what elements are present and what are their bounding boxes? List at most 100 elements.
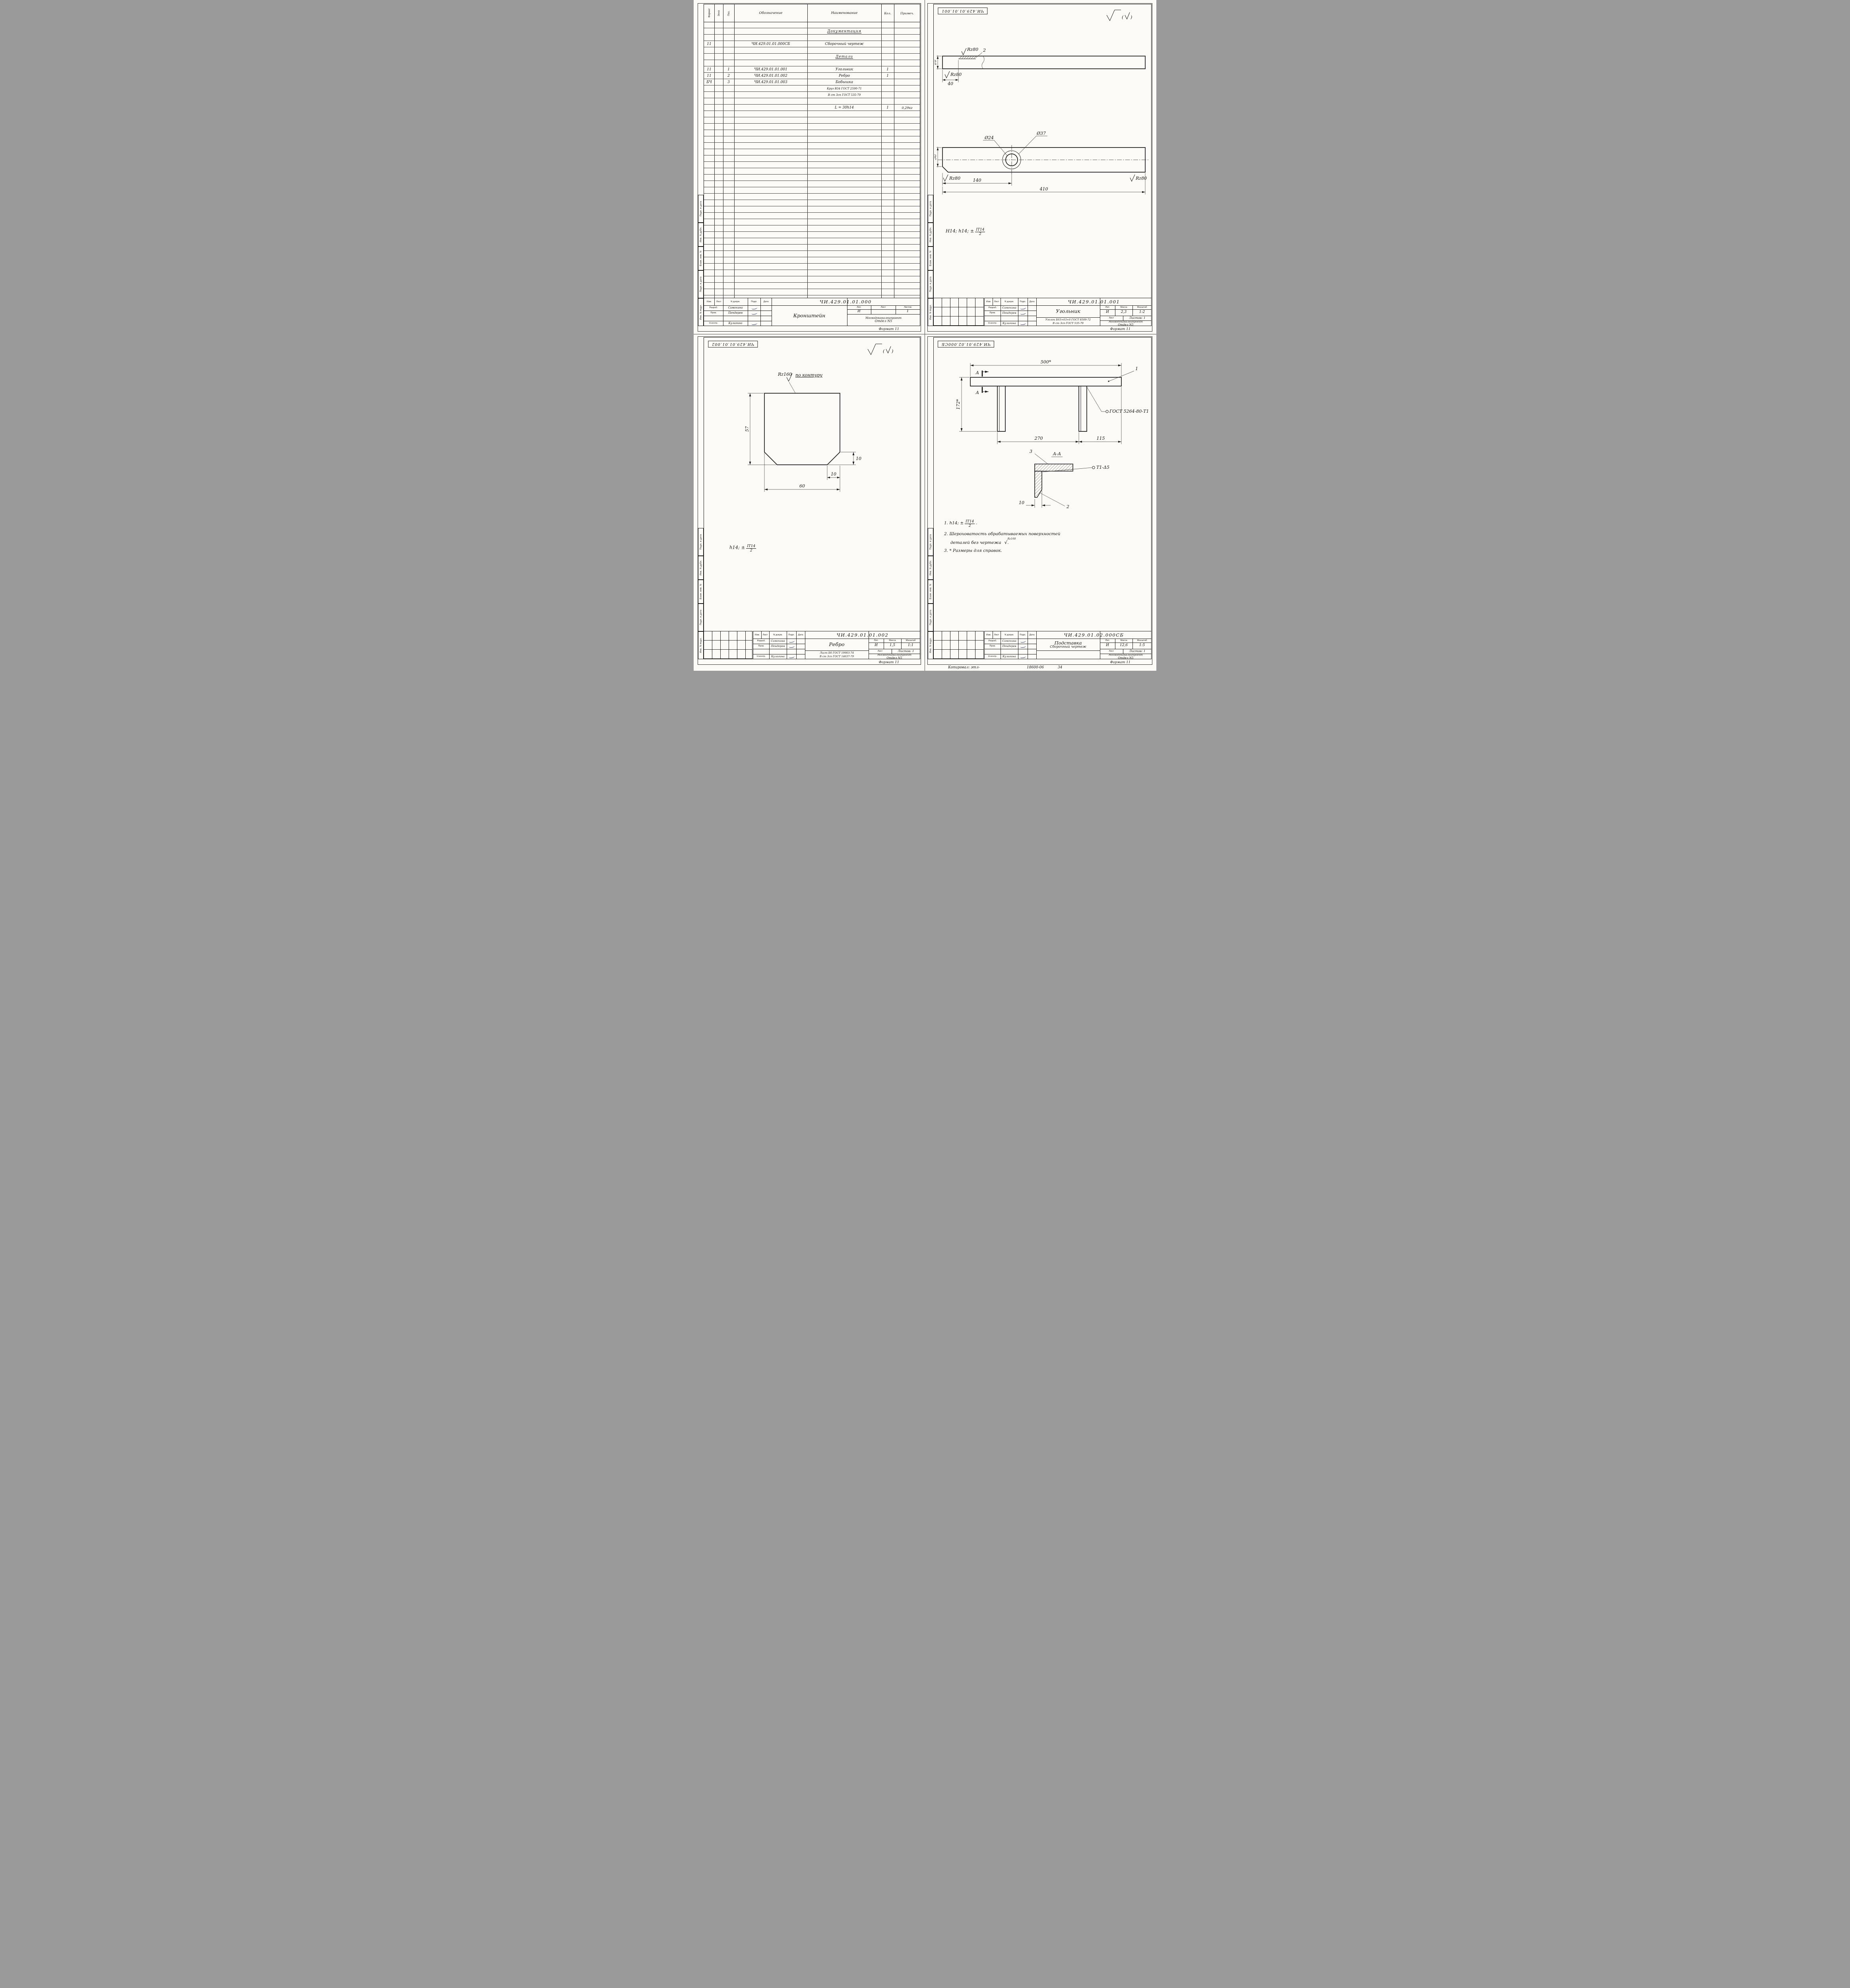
spec-row-ugolnik: 11 1 ЧИ.429.01.01.001 Угольник 1 (704, 66, 920, 73)
margin-label: Подп. и дата (929, 610, 932, 625)
callout-3: 3 (1030, 449, 1032, 454)
margin-label: Инв. N дубл. (929, 560, 932, 576)
masshtab-value: 1:5 (1139, 643, 1145, 648)
dim-270: 270 (1034, 436, 1043, 441)
prov-label: Пров. (989, 312, 996, 315)
dim-dia37: Ø37 (1036, 131, 1046, 136)
spec-cell-format: 11 (707, 42, 712, 46)
material-line1: Лист Б6 ГОСТ 19903-74 (820, 651, 854, 655)
margin-box: Инв. N дубл. (698, 556, 704, 580)
razrab-name: Самохина (728, 306, 743, 309)
material-line2: В ст 3сп ГОСТ 535-79 (1053, 322, 1084, 325)
spare-columns-grid (934, 298, 984, 326)
col-list: Лист (994, 633, 999, 636)
roughness-rz80: Rz80 (950, 72, 962, 77)
dim-115: 115 (1097, 436, 1105, 441)
org-name: Мосводоканалнипроект (865, 316, 902, 320)
spec-cell-naimenovanie: Угольник (835, 68, 853, 72)
margin-label: Инв. N дубл. (700, 227, 702, 243)
margin-label: Инв. N дубл. (929, 227, 932, 243)
callout-2: 2 (1066, 504, 1069, 509)
lit-label: Лит. (874, 639, 878, 642)
massa-value: 2,3 (1121, 310, 1127, 315)
margin-label: Подп. и дата (700, 201, 702, 217)
org-name: Мосводоканалнипроект (1109, 654, 1143, 656)
listov-value: Листов: 1 (1129, 316, 1146, 320)
margin-box: Взам. инв. N (698, 247, 704, 270)
fraction-denominator: 2 (750, 549, 752, 553)
margin-box: Подп. и дата (928, 604, 933, 631)
signature (1018, 305, 1028, 311)
lit-value: И (1106, 310, 1109, 315)
org-name: Мосводоканалнипроект (1109, 320, 1143, 323)
sheet-podstavka-assembly: Инв. N подл. Подп. и дата Взам. инв. N И… (927, 336, 1152, 665)
margin-box: Инв. N подл. (928, 631, 933, 659)
col-ndoc: N докум. (1005, 633, 1014, 636)
list-label: Лист (877, 650, 883, 652)
signature (748, 321, 760, 326)
fraction-denominator: 2 (979, 232, 981, 237)
sheet-rebro-drawing: Инв. N подл. Подп. и дата Взам. инв. N И… (698, 336, 921, 665)
nkontr-name: Кулагина (771, 654, 785, 658)
note-2-text: деталей без чертежа (950, 540, 1001, 546)
nkontr-name: Кулагина (1003, 321, 1016, 325)
lit-label: Лит. (857, 306, 861, 309)
left-margin-column: Инв. N подл. Подп. и дата Взам. инв. N И… (928, 4, 933, 326)
razrab-label: Разраб. (757, 640, 766, 643)
razrab-label: Разраб. (988, 640, 997, 643)
spec-header-zona: Зона (714, 4, 723, 22)
svg-text:): ) (891, 349, 893, 354)
margin-label: Инв. N подл. (700, 304, 702, 320)
nkontr-name: Кулагина (1003, 654, 1016, 658)
dim-10: 10 (935, 60, 937, 65)
note-2-period: . (1007, 540, 1009, 546)
plate-outline (764, 393, 840, 465)
margin-box: Инв. N подл. (928, 298, 933, 326)
signature (787, 639, 796, 644)
signature (1018, 639, 1028, 644)
spec-section-title: Документация (827, 29, 861, 33)
spec-cell-kol: 1 (886, 74, 889, 78)
margin-label: Инв. N подл. (929, 637, 932, 653)
spec-cell-naimenovanie: Ребро (838, 74, 850, 78)
doc-number: ЧИ.429.01.01.001 (1068, 299, 1120, 305)
callout-1: 1 (1135, 366, 1138, 371)
col-ndoc: N докум. (731, 300, 740, 303)
massa-value: 1,5 (889, 643, 896, 648)
spec-cell-format: 11 (707, 68, 712, 72)
drawing-frame: ЧИ.429.01.01.001 ( ) Rz80 2 Rz80 (933, 4, 1152, 326)
margin-box: Инв. N дубл. (928, 556, 933, 580)
spec-cell-oboznachenie: ЧИ.429.01.01.003 (754, 80, 787, 84)
spec-cell-kol: 1 (886, 68, 889, 72)
ugolnik-views-svg: Rz80 2 Rz80 10 40 Ø24 (935, 47, 1148, 194)
section-letter-top: А (975, 370, 979, 375)
roughness-rz80: Rz80 (967, 47, 978, 52)
title-block: Изм. Лист N докум. Подп. Дата ЧИ.429.01.… (984, 298, 1152, 326)
prov-label: Пров. (710, 312, 717, 315)
drawing-frame: Формат Зона Поз. Обозначение Наименовани… (704, 4, 920, 326)
organization: Мосводоканалнипроект Отдел N5 (869, 654, 920, 659)
spec-row-material2: В ст 3сп ГОСТ 535-79 (704, 92, 920, 98)
spec-header-format: Формат (704, 4, 714, 22)
lit-label: Лит. (1105, 639, 1110, 642)
nkontr-name: Кулагина (728, 321, 743, 325)
col-podp: Подп. (1020, 633, 1026, 636)
margin-label: Подп. и дата (929, 201, 932, 217)
margin-label: Подп. и дата (700, 534, 702, 550)
dim-40: 40 (947, 81, 953, 86)
spec-row-material1: Круг В34 ГОСТ 2590-71 (704, 85, 920, 92)
lit-value: И (857, 309, 861, 314)
list-label: Лист (1109, 316, 1114, 319)
col-izm: Изм. (754, 633, 760, 636)
spec-row-details: Детали (704, 54, 920, 60)
listov-value: Листов: 1 (898, 649, 914, 653)
margin-box: Подп. и дата (928, 528, 933, 556)
spec-cell-naimenovanie: L = 30h14 (835, 106, 854, 110)
col-list: Лист (994, 300, 999, 303)
col-data: Дата (798, 633, 803, 636)
roughness-check-icon: √ (1004, 540, 1008, 546)
margin-box: Инв. N подл. (698, 298, 704, 326)
